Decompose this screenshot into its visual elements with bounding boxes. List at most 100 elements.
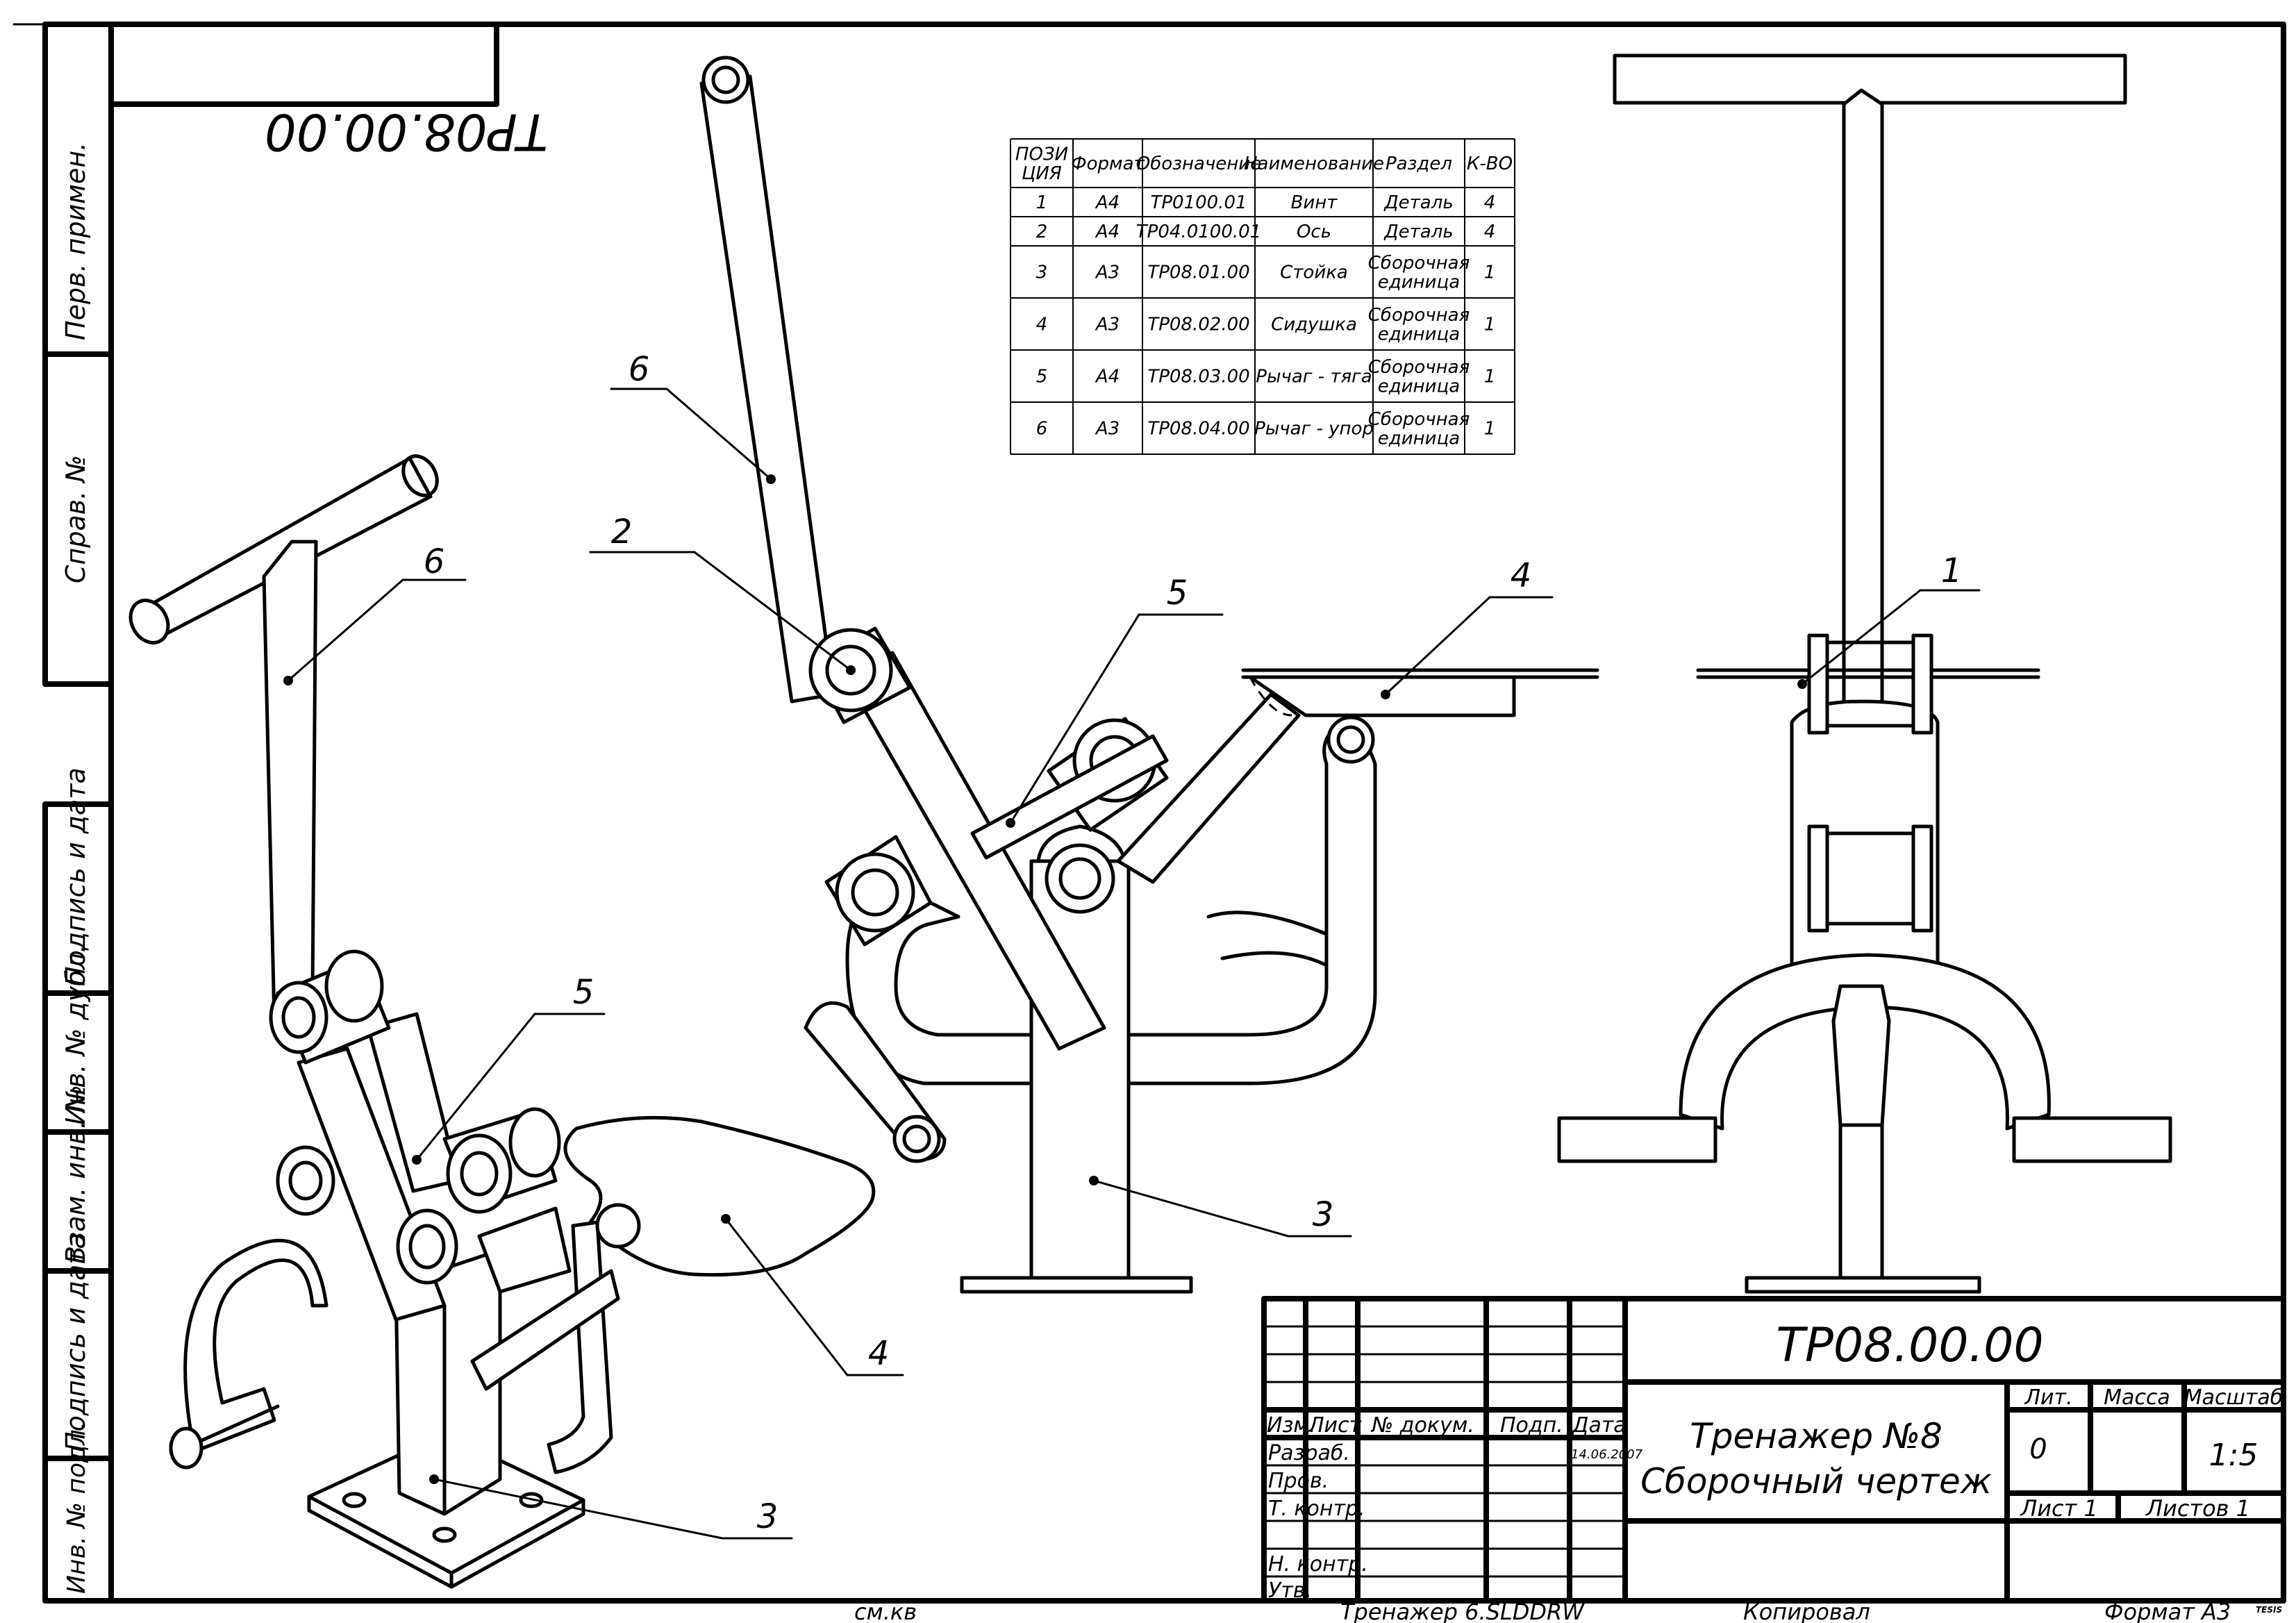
callout-side-3: 3 — [1313, 1195, 1334, 1234]
parts-table-cell: Сборочная — [1368, 409, 1470, 430]
letter-value: 0 — [2029, 1433, 2047, 1465]
stamp-perv-primen: Перв. примен. — [60, 142, 91, 340]
parts-table-cell: Сборочная — [1368, 357, 1470, 378]
callout-side-2: 2 — [611, 513, 633, 551]
mirrored-designation-text: ТР08.00.00 — [265, 103, 548, 161]
parts-table-cell: Рычаг - упор — [1254, 419, 1374, 440]
parts-table-cell: А4 — [1095, 192, 1120, 213]
stamp-podpis-data-1: Подпись и дата — [60, 767, 91, 986]
parts-table-cell: 4 — [1484, 222, 1496, 242]
callout-iso-5: 5 — [573, 973, 594, 1012]
role-developer: Разраб. — [1268, 1441, 1350, 1465]
title-block: Изм. Лист № докум. Подп. Дата Разраб. 14… — [1261, 1296, 2286, 1604]
callout-iso-6: 6 — [424, 542, 445, 581]
role-norm-control: Н. контр. — [1268, 1552, 1368, 1576]
parts-table-cell: единица — [1378, 428, 1460, 449]
parts-table-cell: Стойка — [1280, 263, 1348, 283]
parts-table-header: Раздел — [1386, 153, 1452, 174]
parts-table-cell: Ось — [1297, 222, 1331, 242]
parts-table-cell: 1 — [1484, 315, 1496, 335]
parts-table-cell: А3 — [1095, 263, 1120, 283]
callout-iso-4: 4 — [868, 1334, 890, 1373]
side-stamps: Перв. примен. Справ. № Подпись и дата Ин… — [60, 142, 91, 1594]
sheet-label: Лист 1 — [2020, 1495, 2098, 1522]
header-list: Лист — [1308, 1413, 1363, 1438]
parts-table-cell: ТР08.01.00 — [1147, 263, 1249, 283]
role-checker: Пров. — [1268, 1469, 1329, 1493]
date-value: 14.06.2007 — [1571, 1447, 1643, 1462]
mirrored-designation-box: ТР08.00.00 — [108, 22, 548, 161]
parts-table-cell: 4 — [1036, 315, 1048, 335]
header-scale: Масштаб — [2184, 1385, 2283, 1410]
parts-table-cell: Винт — [1291, 192, 1338, 213]
callouts: 6 5 4 3 6 2 5 4 3 — [283, 350, 1981, 1540]
parts-table-cell: ТР08.02.00 — [1147, 315, 1249, 335]
footer-file-code: см.кв — [854, 1599, 917, 1623]
parts-table-cell: Сидушка — [1271, 315, 1357, 335]
parts-table-header: К-ВО — [1467, 153, 1513, 174]
parts-table-cell: А3 — [1095, 419, 1120, 440]
parts-table-cell: 2 — [1036, 222, 1048, 242]
parts-table-cell: Рычаг - тяга — [1256, 367, 1372, 388]
isometric-view — [128, 454, 876, 1589]
parts-table-cell: ТР0100.01 — [1150, 192, 1247, 213]
parts-table-cell: 4 — [1484, 192, 1496, 213]
role-tech-control: Т. контр. — [1268, 1497, 1365, 1521]
footer-filename: Тренажер 6.SLDDRW — [1340, 1599, 1585, 1623]
parts-table-header: Обозначение — [1136, 153, 1261, 174]
parts-table-cell: Сборочная — [1368, 305, 1470, 326]
parts-table-header: ЦИЯ — [1022, 163, 1062, 184]
footer: см.кв Тренажер 6.SLDDRW Копировал Формат… — [854, 1599, 2282, 1623]
parts-table-cell: А4 — [1095, 222, 1120, 242]
header-mass: Масса — [2104, 1385, 2170, 1410]
header-date: Дата — [1571, 1413, 1627, 1438]
callout-iso-3: 3 — [757, 1497, 779, 1536]
title-line-2: Сборочный чертеж — [1640, 1461, 1992, 1501]
parts-table-cell: 1 — [1484, 367, 1496, 388]
footer-tag: TESIS — [2256, 1605, 2282, 1615]
sheet-frame — [13, 22, 2286, 1604]
parts-table-cell: А4 — [1095, 367, 1120, 388]
callout-side-5: 5 — [1167, 574, 1188, 613]
parts-table-cell: 1 — [1484, 419, 1496, 440]
header-sign: Подп. — [1500, 1413, 1563, 1438]
callout-side-4: 4 — [1511, 556, 1532, 595]
parts-table-header: Наименование — [1244, 153, 1384, 174]
title-designation: ТР08.00.00 — [1776, 1318, 2043, 1373]
stamp-sprav-no: Справ. № — [60, 455, 91, 583]
stamp-vzam-inv: Взам. инв. № — [60, 1085, 91, 1264]
parts-table-header: ПОЗИ — [1015, 144, 1068, 165]
parts-table-cell: единица — [1378, 324, 1460, 344]
side-view — [699, 56, 1599, 1294]
parts-table-cell: Деталь — [1383, 222, 1453, 242]
role-approved: Утв. — [1268, 1579, 1312, 1603]
parts-table-cell: ТР04.0100.01 — [1136, 222, 1261, 242]
parts-table-cell: единица — [1378, 272, 1460, 292]
parts-table-cell: 5 — [1036, 367, 1048, 388]
callout-side-6: 6 — [629, 350, 650, 389]
parts-table-cell: 3 — [1036, 263, 1048, 283]
parts-table-cell: 1 — [1036, 192, 1048, 213]
title-line-1: Тренажер №8 — [1690, 1416, 1943, 1456]
sheets-label: Листов 1 — [2145, 1495, 2250, 1522]
header-lit: Лит. — [2024, 1385, 2072, 1410]
callout-front-1: 1 — [1941, 551, 1963, 590]
stamp-podpis-data-2: Подпись и дата — [60, 1233, 91, 1451]
parts-table-cell: ТР08.04.00 — [1147, 419, 1249, 440]
iso-rollers — [269, 949, 641, 1391]
header-izm: Изм. — [1267, 1413, 1316, 1438]
parts-table-cell: Сборочная — [1368, 253, 1470, 274]
parts-table-cell: единица — [1378, 376, 1460, 397]
header-doc-no: № докум. — [1370, 1413, 1474, 1438]
parts-table-header: Формат — [1071, 153, 1145, 174]
stamp-inv-dubl: Инв. № дубл. — [60, 944, 91, 1125]
parts-table-cell: 6 — [1036, 419, 1048, 440]
parts-table-cell: А3 — [1095, 315, 1120, 335]
parts-table-cell: ТР08.03.00 — [1147, 367, 1249, 388]
parts-table-cell: 1 — [1484, 263, 1496, 283]
footer-format: Формат А3 — [2104, 1599, 2231, 1623]
stamp-inv-podl: Инв. № подл. — [63, 1422, 91, 1594]
footer-copied: Копировал — [1743, 1599, 1870, 1623]
